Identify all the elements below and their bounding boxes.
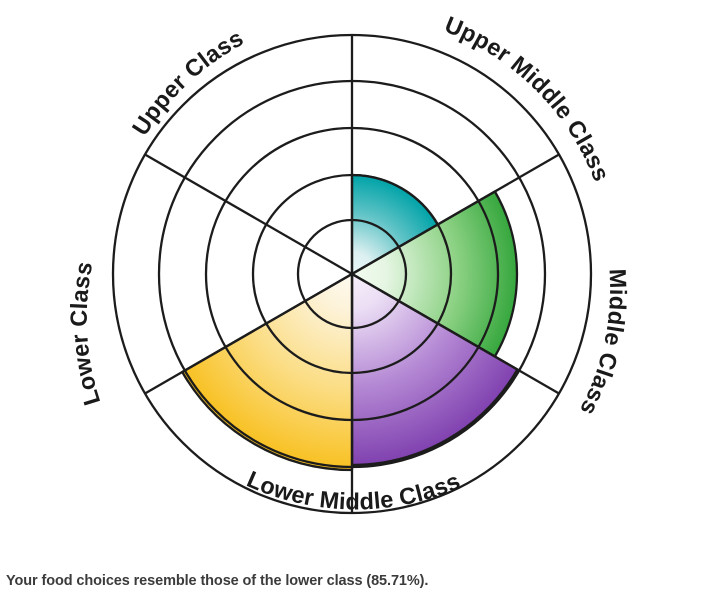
data-sectors — [181, 173, 519, 472]
spoke-210 — [144, 273, 353, 395]
result-caption: Your food choices resemble those of the … — [6, 573, 429, 589]
radar-chart-svg: Upper Class Upper Middle Class Middle Cl… — [66, 11, 631, 515]
grid-spokes — [144, 35, 560, 513]
spoke-150 — [144, 153, 353, 275]
axis-label-upper-middle-class: Upper Middle Class — [441, 11, 615, 185]
axis-label-lower-class: Lower Class — [66, 259, 106, 408]
sector-lower-class[interactable] — [181, 272, 354, 472]
axis-label-middle-class: Middle Class — [575, 268, 631, 419]
spoke-30 — [351, 153, 560, 275]
chart-area: Upper Class Upper Middle Class Middle Cl… — [66, 11, 631, 515]
axis-label-lower-middle-class: Lower Middle Class — [243, 466, 463, 515]
spoke-330 — [351, 273, 560, 395]
sector-lower-middle-class[interactable] — [350, 272, 519, 467]
sector-middle-class[interactable] — [350, 190, 519, 358]
axis-label-upper-class: Upper Class — [127, 25, 248, 140]
